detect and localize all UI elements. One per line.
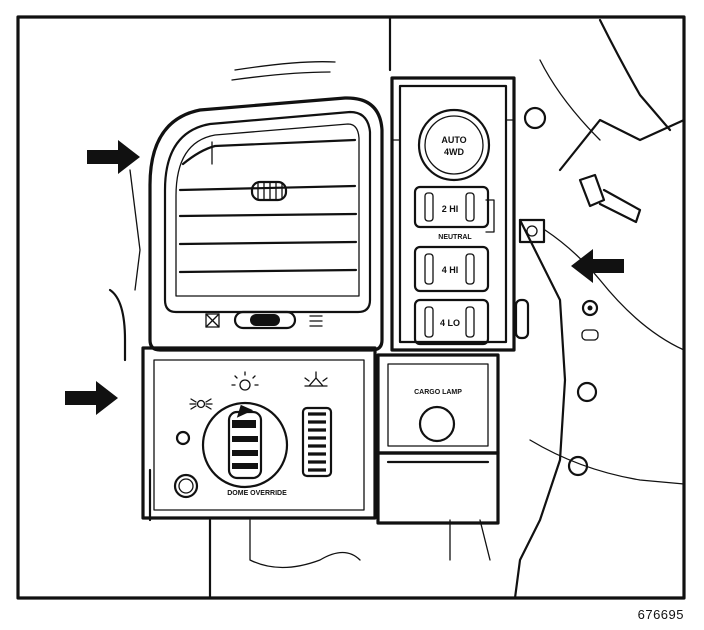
vent-thumbwheel — [250, 180, 288, 202]
vent-closed-icon — [205, 313, 220, 328]
figure-frame — [16, 15, 686, 600]
panel-dimmer-thumbwheel[interactable] — [301, 406, 333, 478]
cargo-lamp-panel — [376, 353, 500, 455]
panel-side-details — [514, 106, 642, 477]
four-lo-button[interactable]: 4 LO — [413, 298, 490, 346]
headlamp-icon — [231, 371, 259, 391]
arrow-right-icon — [65, 381, 118, 415]
four-hi-button[interactable]: 4 HI — [413, 245, 490, 293]
headlamp-switch-panel — [141, 346, 377, 520]
vent-control-slider — [233, 310, 297, 330]
dome-lamp-icon — [304, 371, 328, 387]
vent-open-icon — [309, 315, 323, 327]
fog-lamp-button[interactable] — [173, 473, 199, 499]
arrow-right-icon — [87, 140, 140, 174]
fog-lamp-indicator — [175, 430, 191, 446]
auto-4wd-label-line2: 4WD — [444, 147, 465, 157]
lower-filler-panel — [376, 451, 500, 525]
air-vent-louvers — [178, 138, 358, 274]
two-hi-button[interactable]: 2 HI — [413, 185, 490, 229]
cargo-lamp-label: CARGO LAMP — [414, 389, 462, 396]
four-hi-label: 4 HI — [442, 265, 459, 275]
auto-4wd-button[interactable]: AUTO 4WD — [417, 108, 491, 182]
arrow-left-icon — [571, 249, 624, 283]
transfer-case-panel — [390, 76, 516, 352]
cargo-lamp-button[interactable] — [418, 405, 456, 443]
parking-lamp-icon — [189, 398, 213, 410]
headlamp-rotary-knob[interactable] — [201, 401, 289, 489]
auto-4wd-label-line1: AUTO — [441, 135, 466, 145]
dash-background-lines — [108, 16, 686, 600]
neutral-label: NEUTRAL — [438, 234, 472, 241]
four-lo-label: 4 LO — [440, 318, 460, 328]
two-hi-label: 2 HI — [442, 204, 459, 214]
dome-override-label: DOME OVERRIDE — [227, 490, 287, 497]
figure-number: 676695 — [637, 607, 684, 622]
